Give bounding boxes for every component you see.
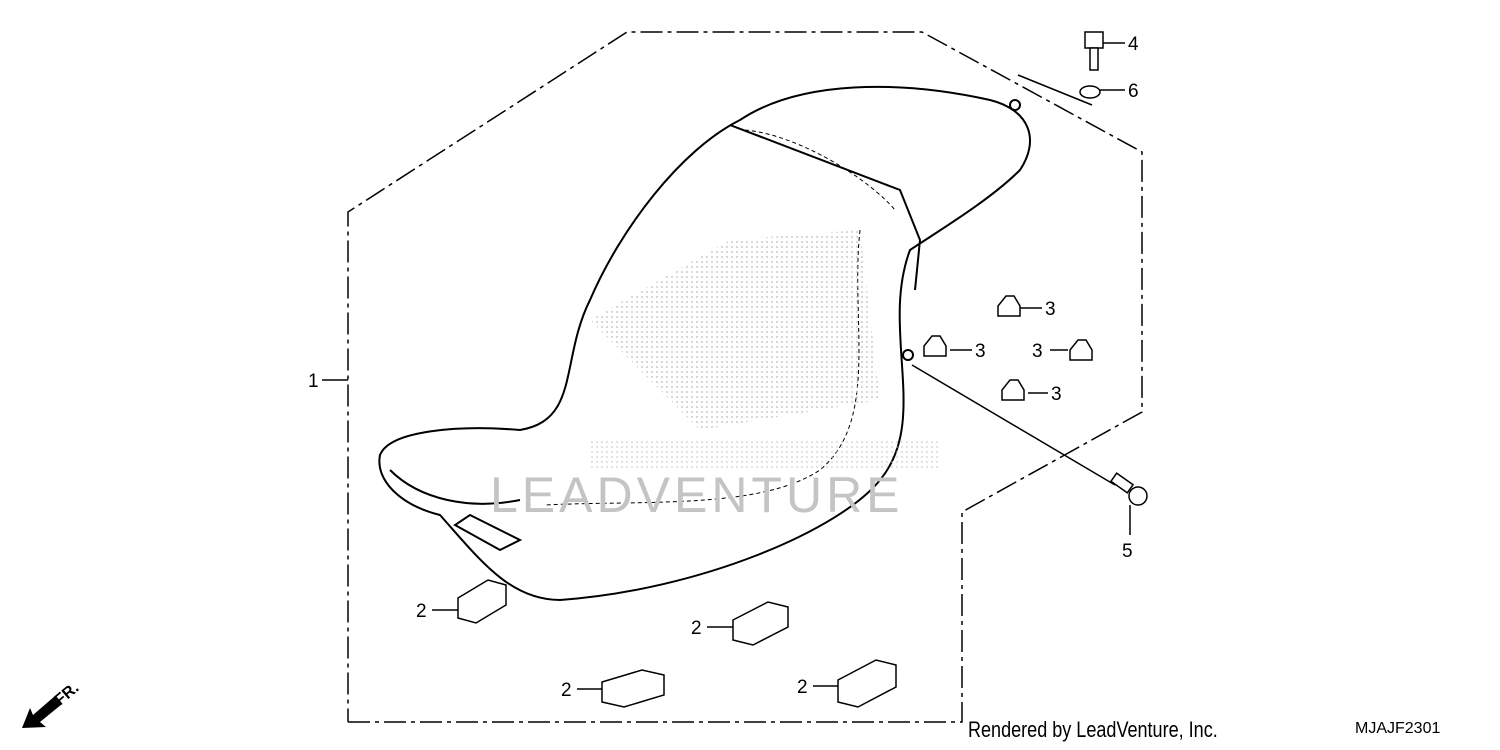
callout-3: 3 <box>975 341 986 362</box>
honda-wing-watermark: LEADVENTURE <box>490 230 940 523</box>
callout-5: 5 <box>1122 541 1133 562</box>
assembly-boundary <box>347 31 1143 723</box>
callout-2: 2 <box>691 618 702 639</box>
callout-4: 4 <box>1128 34 1139 55</box>
front-direction-arrow-icon: FR. <box>22 679 82 728</box>
leader-lines <box>322 42 1131 690</box>
callout-2: 2 <box>797 677 808 698</box>
bolt-4 <box>1084 31 1104 71</box>
rubbers-2 <box>457 579 897 708</box>
callout-2: 2 <box>561 680 572 701</box>
callout-3: 3 <box>1045 299 1056 320</box>
screw-5 <box>1109 472 1148 506</box>
callout-3: 3 <box>1051 384 1062 405</box>
callout-3: 3 <box>1032 341 1043 362</box>
washer-6 <box>1079 85 1101 99</box>
credit-text: Rendered by LeadVenture, Inc. <box>968 717 1218 742</box>
nuts-3 <box>923 295 1093 401</box>
watermark-text: LEADVENTURE <box>490 467 904 523</box>
callout-1: 1 <box>308 371 319 392</box>
callout-2: 2 <box>416 601 427 622</box>
callout-6: 6 <box>1128 81 1139 102</box>
diagram-code: MJAJF2301 <box>1355 720 1441 737</box>
